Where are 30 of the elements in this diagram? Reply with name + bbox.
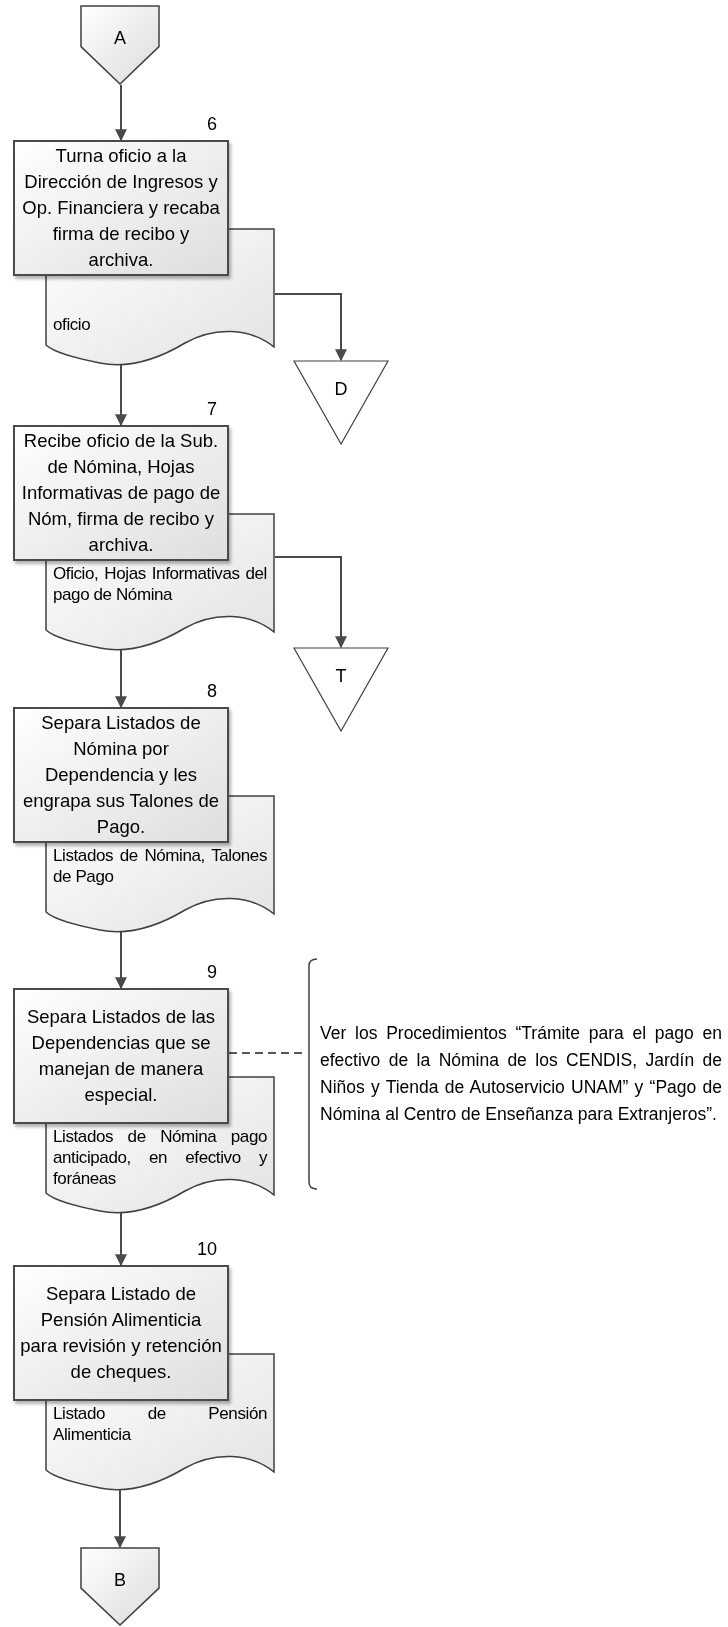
step-number: 9 — [206, 961, 217, 983]
step-number: 8 — [206, 680, 217, 702]
storage-triangle — [293, 360, 389, 445]
connector-label: B — [113, 1569, 127, 1591]
step-number: 7 — [206, 398, 217, 420]
connector-label: D — [333, 378, 349, 400]
arrow — [274, 556, 347, 649]
annotation-note — [306, 958, 724, 1190]
step-text: Separa Listados de Nómina por Dependencia y les engrapa sus Talones de Pago. — [21, 711, 221, 839]
document-label: Listados de Nómina, Talones de Pago — [53, 845, 267, 887]
note-text: Ver los Procedimientos “Trámite para el pago en efectivo de la Nómina de los CENDIS, Jardín de Niños y Tienda de Autoservicio UNAM” y “Pago de Nómina al Centro de Enseñanza para Extranjeros”. — [320, 1022, 722, 1126]
step-text: Separa Listados de las Dependencias que se manejan de manera especial. — [25, 1005, 217, 1107]
process-box — [13, 1265, 229, 1401]
arrow — [115, 84, 127, 142]
connector-label: T — [334, 665, 348, 687]
off-page-connector — [80, 5, 160, 85]
document-label: Oficio, Hojas Informativas del pago de Nómina — [53, 563, 267, 605]
step-text: Recibe oficio de la Sub. de Nómina, Hojas Informativas de pago de Nóm, firma de recibo y archiva. — [20, 429, 222, 557]
connector-label: A — [113, 27, 127, 49]
step-text: Turna oficio a la Dirección de Ingresos y Op. Financiera y recaba firma de recibo y archiva. — [21, 144, 221, 272]
document-label: oficio — [53, 314, 92, 335]
arrow — [274, 293, 347, 362]
off-page-connector — [80, 1547, 160, 1626]
step-number: 6 — [206, 113, 217, 135]
document-label: Listado de Pensión Alimenticia — [53, 1403, 267, 1445]
document-label: Listados de Nómina pago anticipado, en efectivo y foráneas — [53, 1126, 267, 1189]
process-box — [13, 988, 229, 1124]
storage-triangle — [293, 647, 389, 732]
step-number: 10 — [195, 1238, 217, 1260]
step-text: Separa Listado de Pensión Alimenticia para revisión y retención de cheques. — [20, 1282, 222, 1384]
